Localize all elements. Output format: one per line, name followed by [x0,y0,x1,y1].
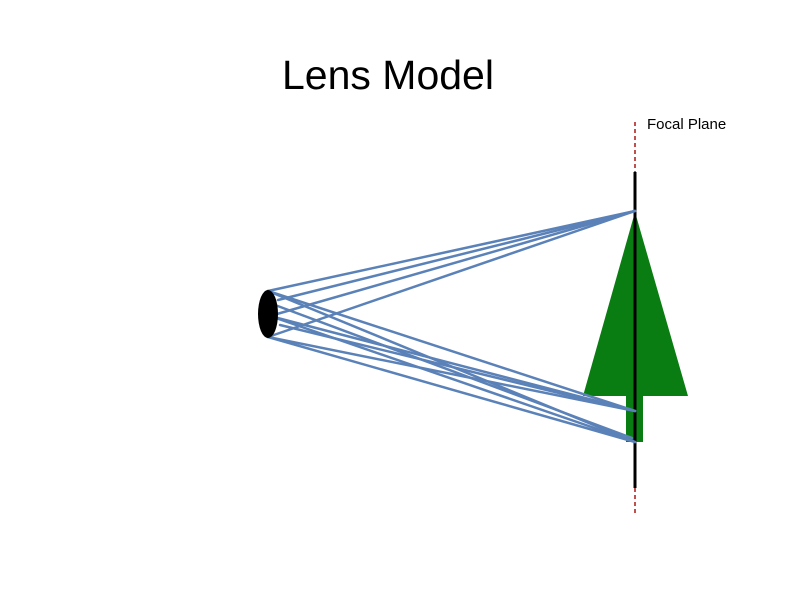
ray [268,314,637,413]
ray [276,209,637,302]
focal-plane-label: Focal Plane [647,116,727,133]
slide-title: Lens Model [282,52,494,98]
ray [266,209,637,339]
lens-icon [258,290,278,338]
ray [266,209,637,293]
ray [273,303,634,440]
ray [266,289,637,413]
ray [266,335,637,444]
light-rays [266,209,637,444]
ray [268,209,637,318]
ray [266,335,637,413]
ray [268,314,637,444]
